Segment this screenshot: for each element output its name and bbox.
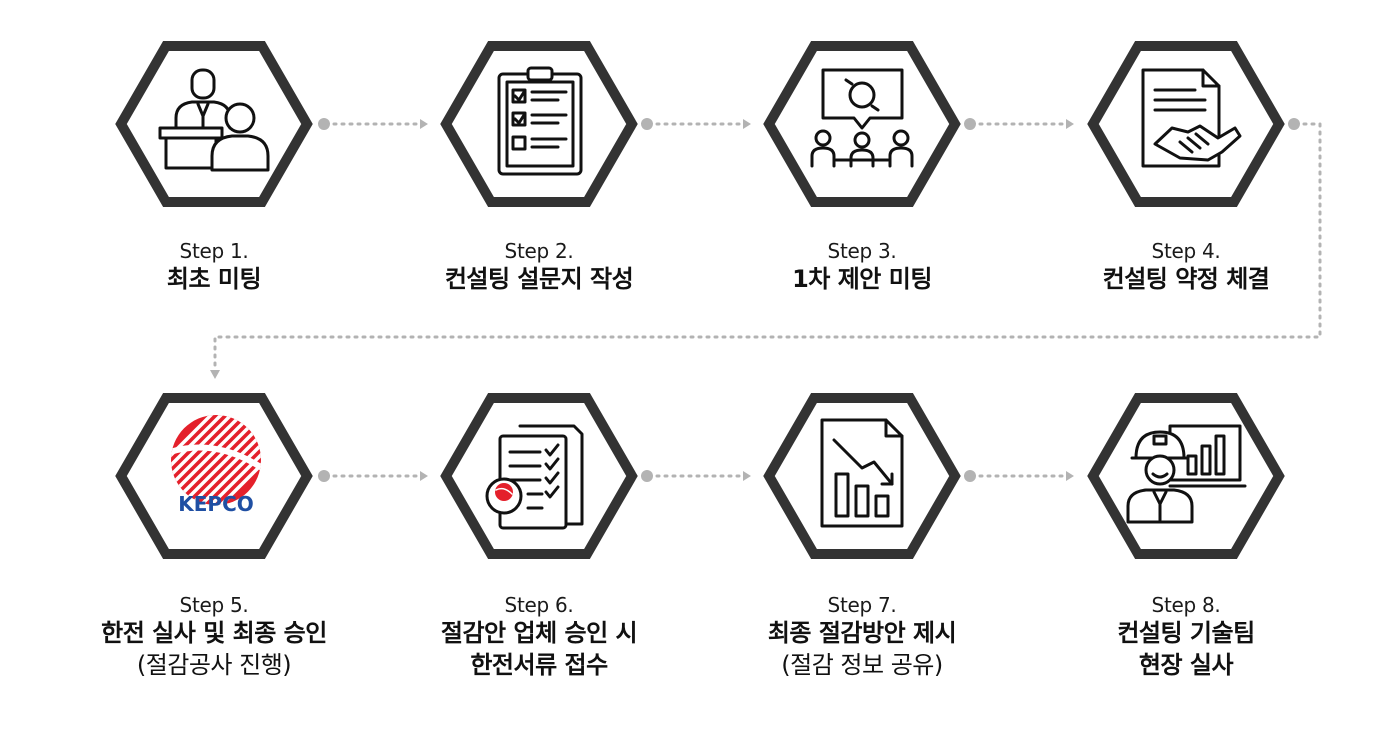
step-6-title: 절감안 업체 승인 시 [440,619,638,647]
declining-chart-icon [820,418,904,528]
meeting-icon [158,68,270,172]
step-5-subtitle: (절감공사 진행) [136,651,292,679]
hexagon-step-4 [1087,41,1285,207]
connector-7-8 [964,470,1074,482]
step-6-title-line2: 한전서류 접수 [470,651,608,679]
step-7-subtitle: (절감 정보 공유) [781,651,943,679]
step-7-number: Step 7. [827,593,897,617]
step-5-label: Step 5. 한전 실사 및 최종 승인 (절감공사 진행) [64,593,364,681]
connector-3-4 [964,118,1074,130]
connector-1-2 [318,118,428,130]
step-3-label: Step 3. 1차 제안 미팅 [712,239,1012,295]
step-5-title: 한전 실사 및 최종 승인 [101,619,327,647]
step-3-title: 1차 제안 미팅 [792,265,932,293]
step-1-label: Step 1. 최초 미팅 [64,239,364,295]
handshake-contract-icon [1141,68,1242,168]
step-7-label: Step 7. 최종 절감방안 제시 (절감 정보 공유) [712,593,1012,681]
step-4-number: Step 4. [1151,239,1221,263]
engineer-presentation-icon [1126,424,1247,524]
step-2-title: 컨설팅 설문지 작성 [444,265,634,293]
connector-5-6 [318,470,428,482]
step-5-number: Step 5. [179,593,249,617]
step-1-title: 최초 미팅 [166,265,262,293]
step-1-number: Step 1. [179,239,249,263]
step-3-number: Step 3. [827,239,897,263]
step-6-number: Step 6. [504,593,574,617]
step-2-number: Step 2. [504,239,574,263]
step-8-title-line2: 현장 실사 [1138,651,1234,679]
connector-2-3 [641,118,751,130]
connector-6-7 [641,470,751,482]
step-8-title: 컨설팅 기술팀 [1117,619,1255,647]
step-7-title: 최종 절감방안 제시 [767,619,957,647]
kepco-logo-text: KEPCO [178,492,254,516]
step-8-number: Step 8. [1151,593,1221,617]
step-4-label: Step 4. 컨설팅 약정 체결 [1036,239,1336,295]
team-discussion-icon [810,68,914,168]
step-8-label: Step 8. 컨설팅 기술팀 현장 실사 [1036,593,1336,681]
hexagon-step-3 [763,41,961,207]
hexagon-step-7 [763,393,961,559]
step-6-label: Step 6. 절감안 업체 승인 시 한전서류 접수 [389,593,689,681]
document-checklist-icon [485,424,584,530]
step-2-label: Step 2. 컨설팅 설문지 작성 [389,239,689,295]
clipboard-checklist-icon [497,66,583,176]
connector-4-5 [210,118,1322,379]
step-4-title: 컨설팅 약정 체결 [1102,265,1270,293]
